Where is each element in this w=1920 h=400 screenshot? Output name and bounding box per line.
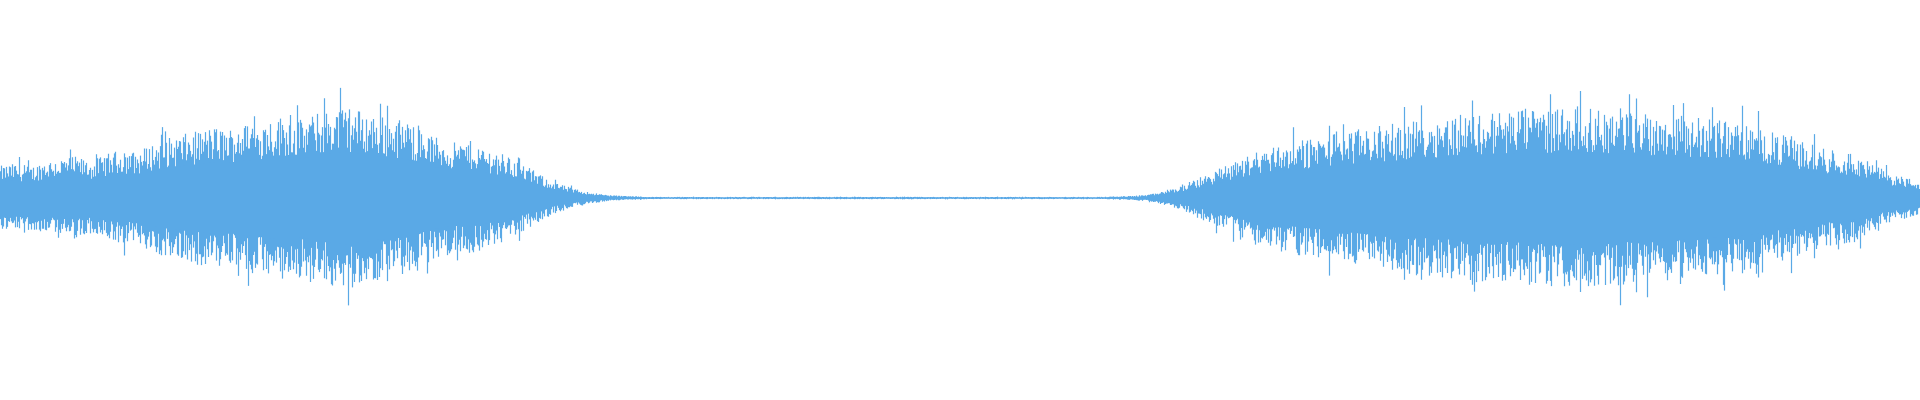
waveform-bars [0,87,1920,306]
